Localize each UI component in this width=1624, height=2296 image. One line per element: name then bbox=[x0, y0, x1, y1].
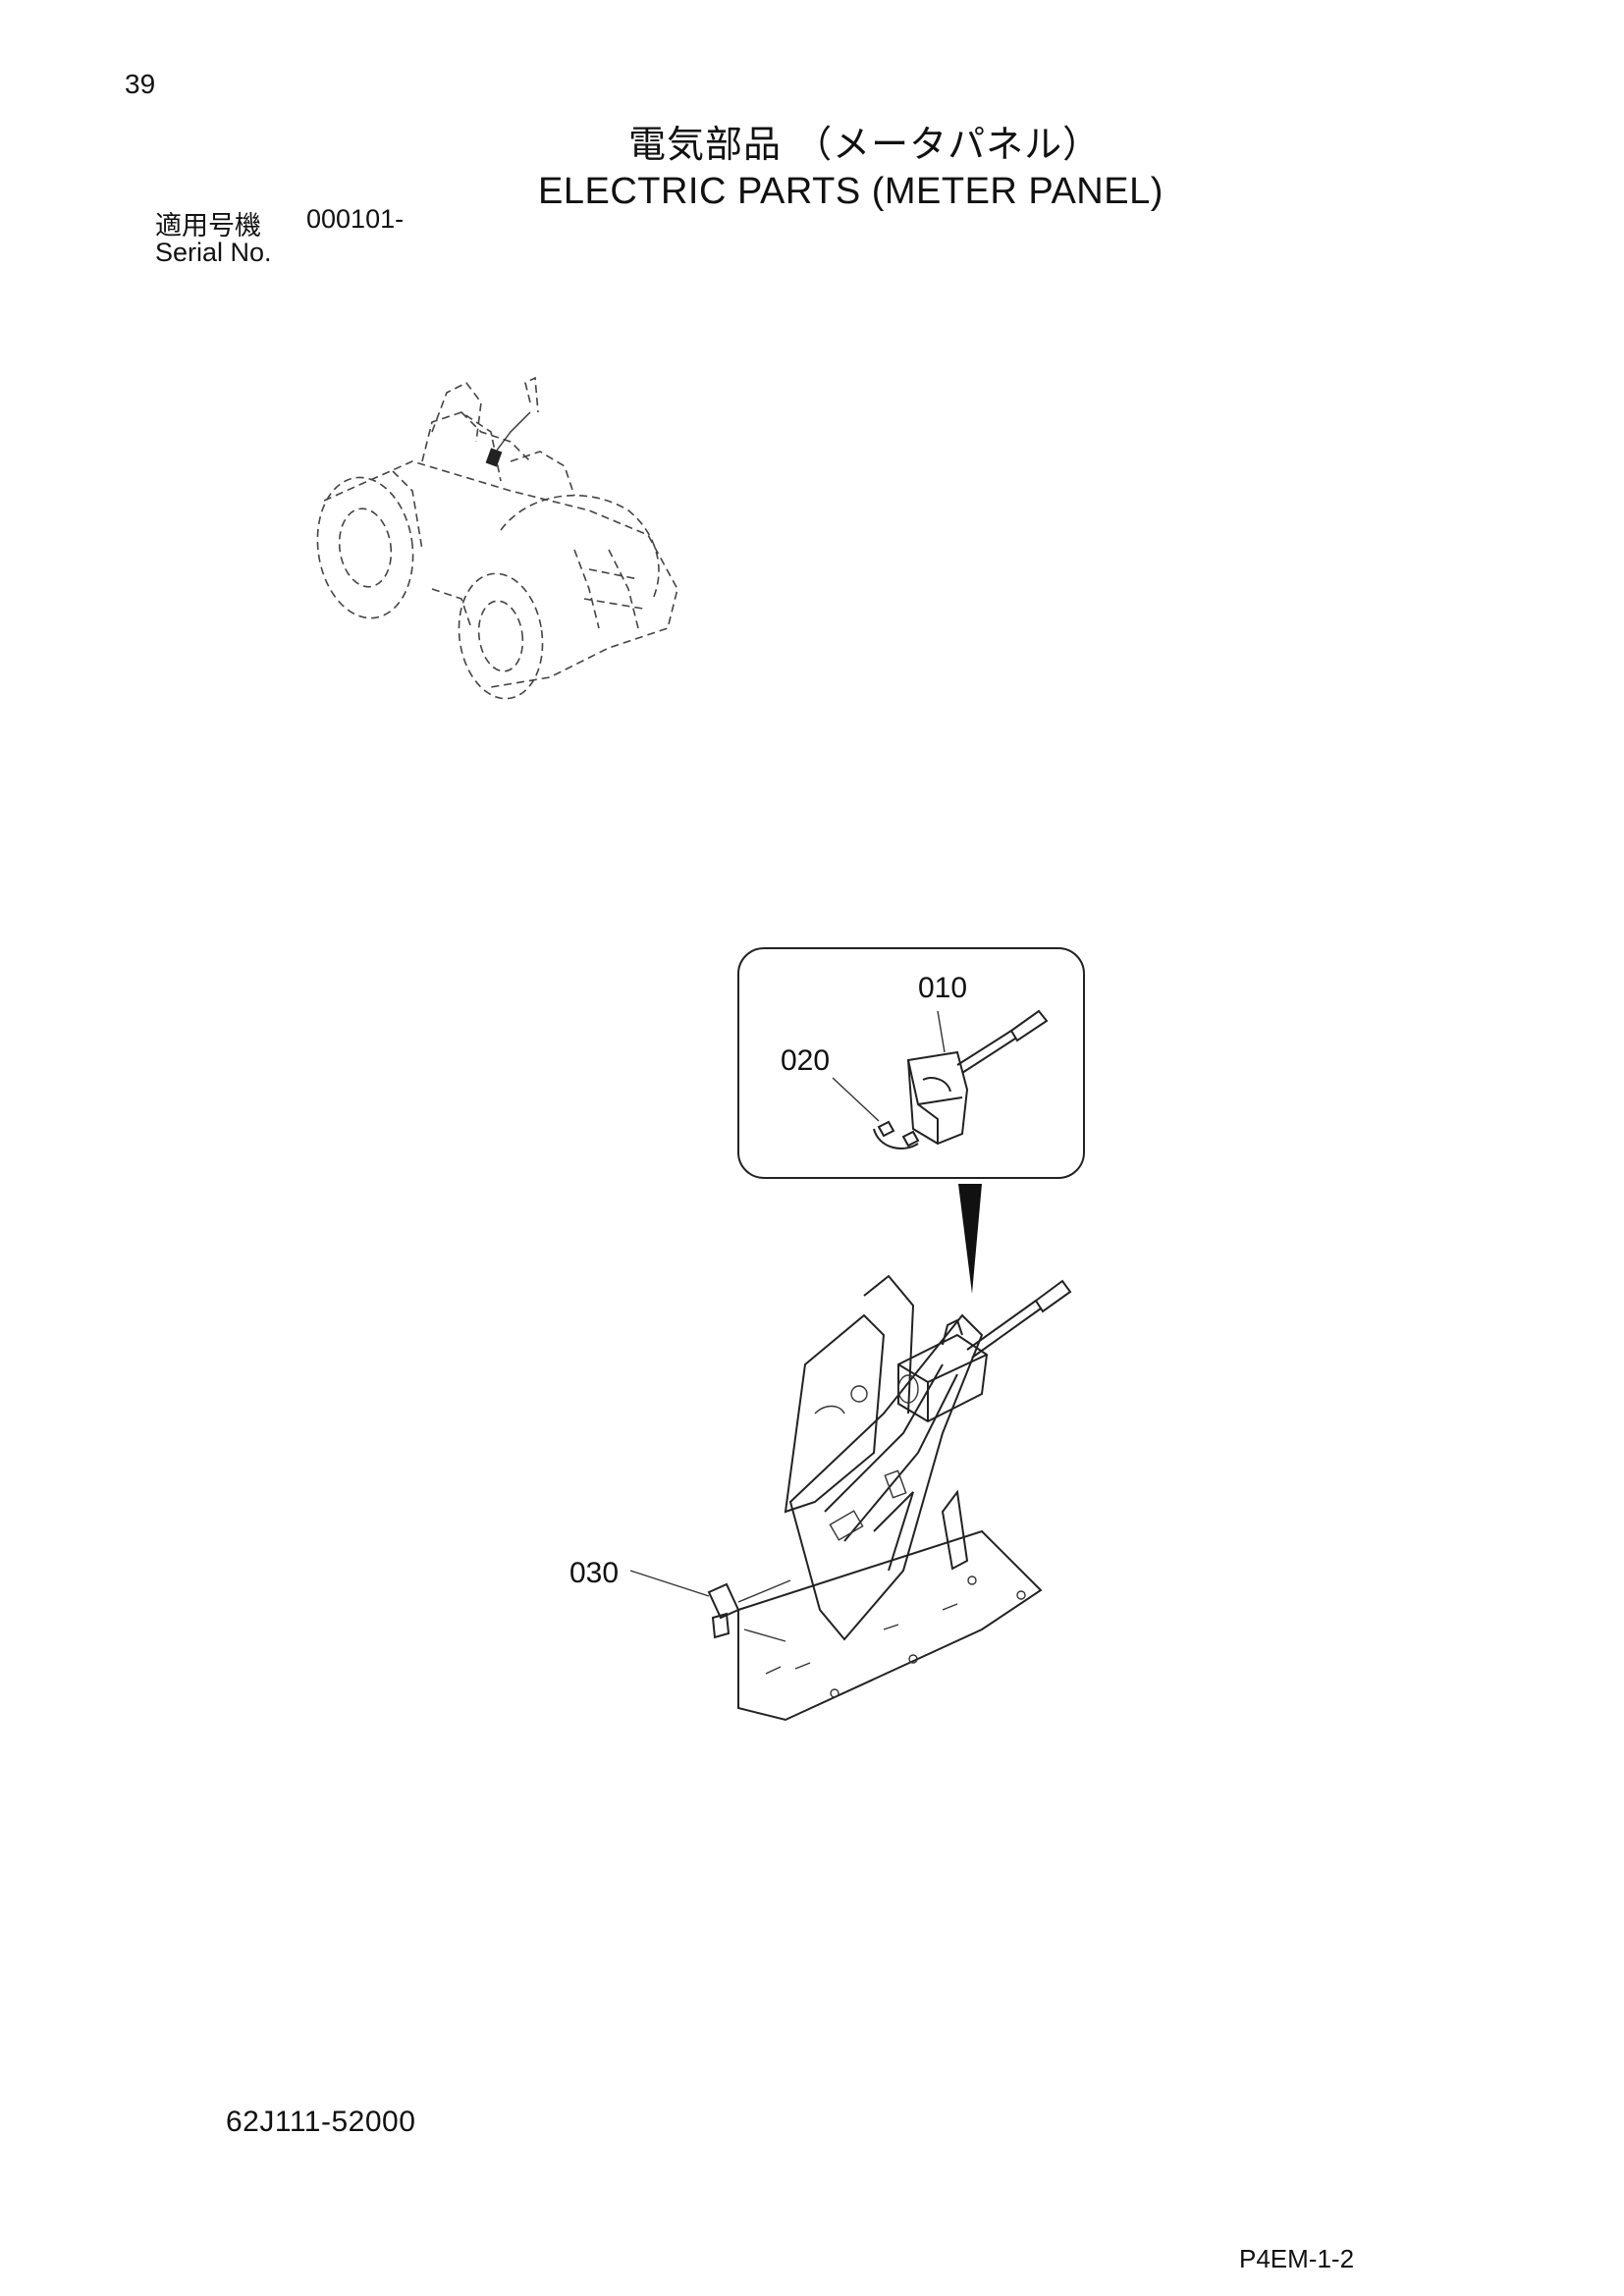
machine-location-overview bbox=[316, 376, 678, 700]
serial-label-english: Serial No. bbox=[155, 238, 272, 267]
callout-010-inset: 010 bbox=[918, 972, 967, 1004]
steering-column-assembly: 030 bbox=[569, 1274, 1072, 1722]
callout-030: 030 bbox=[569, 1557, 619, 1589]
page-title-japanese: 電気部品 （メータパネル） bbox=[628, 123, 1102, 166]
page-title-english: ELECTRIC PARTS (METER PANEL) bbox=[538, 171, 1164, 212]
page-code: P4EM-1-2 bbox=[1239, 2244, 1355, 2273]
page-number: 39 bbox=[125, 69, 156, 99]
inset-pointer bbox=[958, 1184, 982, 1294]
serial-label-japanese: 適用号機 bbox=[155, 211, 261, 241]
drawing-number: 62J111-52000 bbox=[226, 2106, 416, 2138]
detail-inset: 010 020 bbox=[737, 947, 1085, 1179]
callout-020: 020 bbox=[781, 1044, 830, 1077]
serial-number-value: 000101- bbox=[306, 204, 405, 234]
